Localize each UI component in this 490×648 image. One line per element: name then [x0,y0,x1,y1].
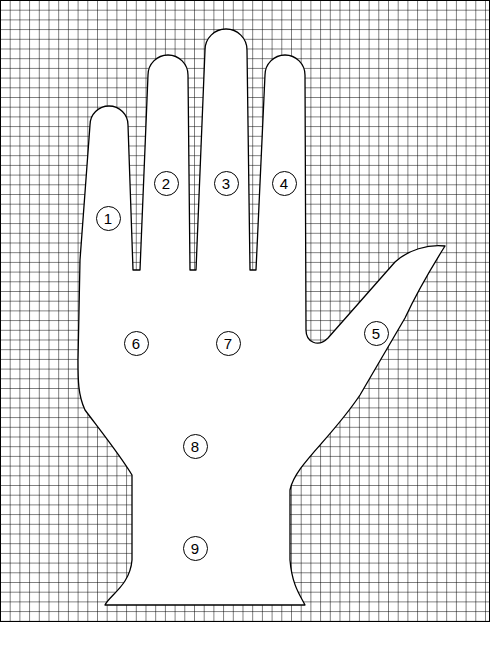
callout-circle: 3 [214,171,239,196]
grid-background [0,0,490,622]
callout-number: 9 [191,541,199,556]
callout-number: 3 [222,176,230,191]
grid-frame [1,1,490,622]
callout-circle: 8 [183,434,208,459]
callout-circle: 7 [216,331,241,356]
callout-circle: 2 [154,171,179,196]
callout-number: 8 [191,439,199,454]
callout-circle: 4 [272,171,297,196]
callout-number: 1 [104,211,112,226]
callout-number: 5 [372,326,380,341]
callout-circle: 6 [124,331,149,356]
callout-circle: 5 [364,321,389,346]
callout-number: 6 [132,336,140,351]
callout-number: 2 [162,176,170,191]
hand-outline [78,29,445,605]
callout-number: 4 [280,176,288,191]
callout-circle: 9 [183,536,208,561]
callout-number: 7 [224,336,232,351]
callout-circle: 1 [96,206,121,231]
